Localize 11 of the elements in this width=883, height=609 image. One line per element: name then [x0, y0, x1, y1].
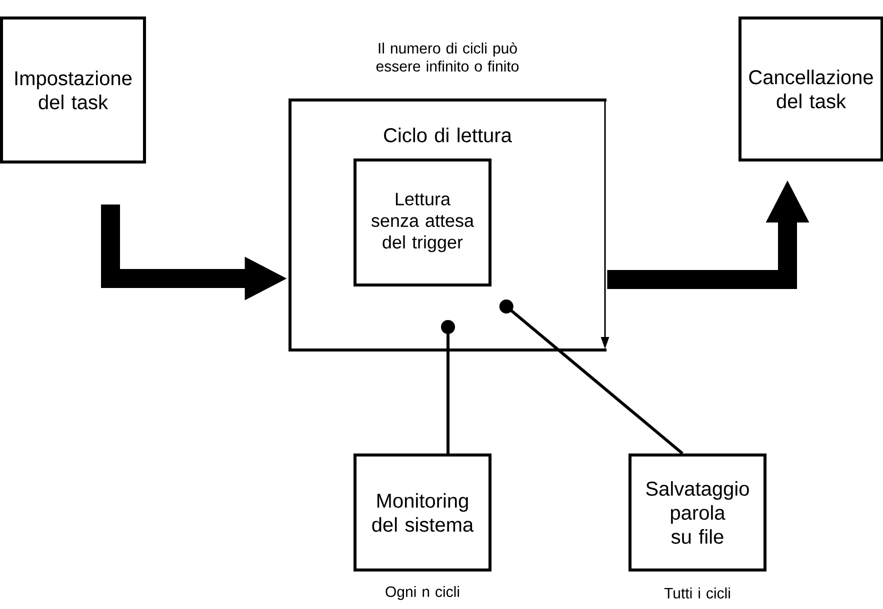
process-box: Lettura senza attesa del trigger — [354, 158, 492, 286]
process-box: Impostazione del task — [0, 16, 146, 164]
note-text: Tutti i cicli — [664, 587, 730, 598]
note-text: Ogni n cicli — [386, 586, 459, 600]
note-text: Il numero di cicli può essere infinito o finito — [376, 42, 519, 72]
node-label: Ciclo di lettura — [384, 128, 512, 142]
arrow — [499, 299, 684, 455]
arrow — [441, 320, 455, 454]
process-box: Salvataggio parola su file — [628, 454, 766, 572]
process-box: Monitoring del sistema — [354, 454, 492, 572]
process-box: Cancellazione del task — [738, 16, 883, 162]
